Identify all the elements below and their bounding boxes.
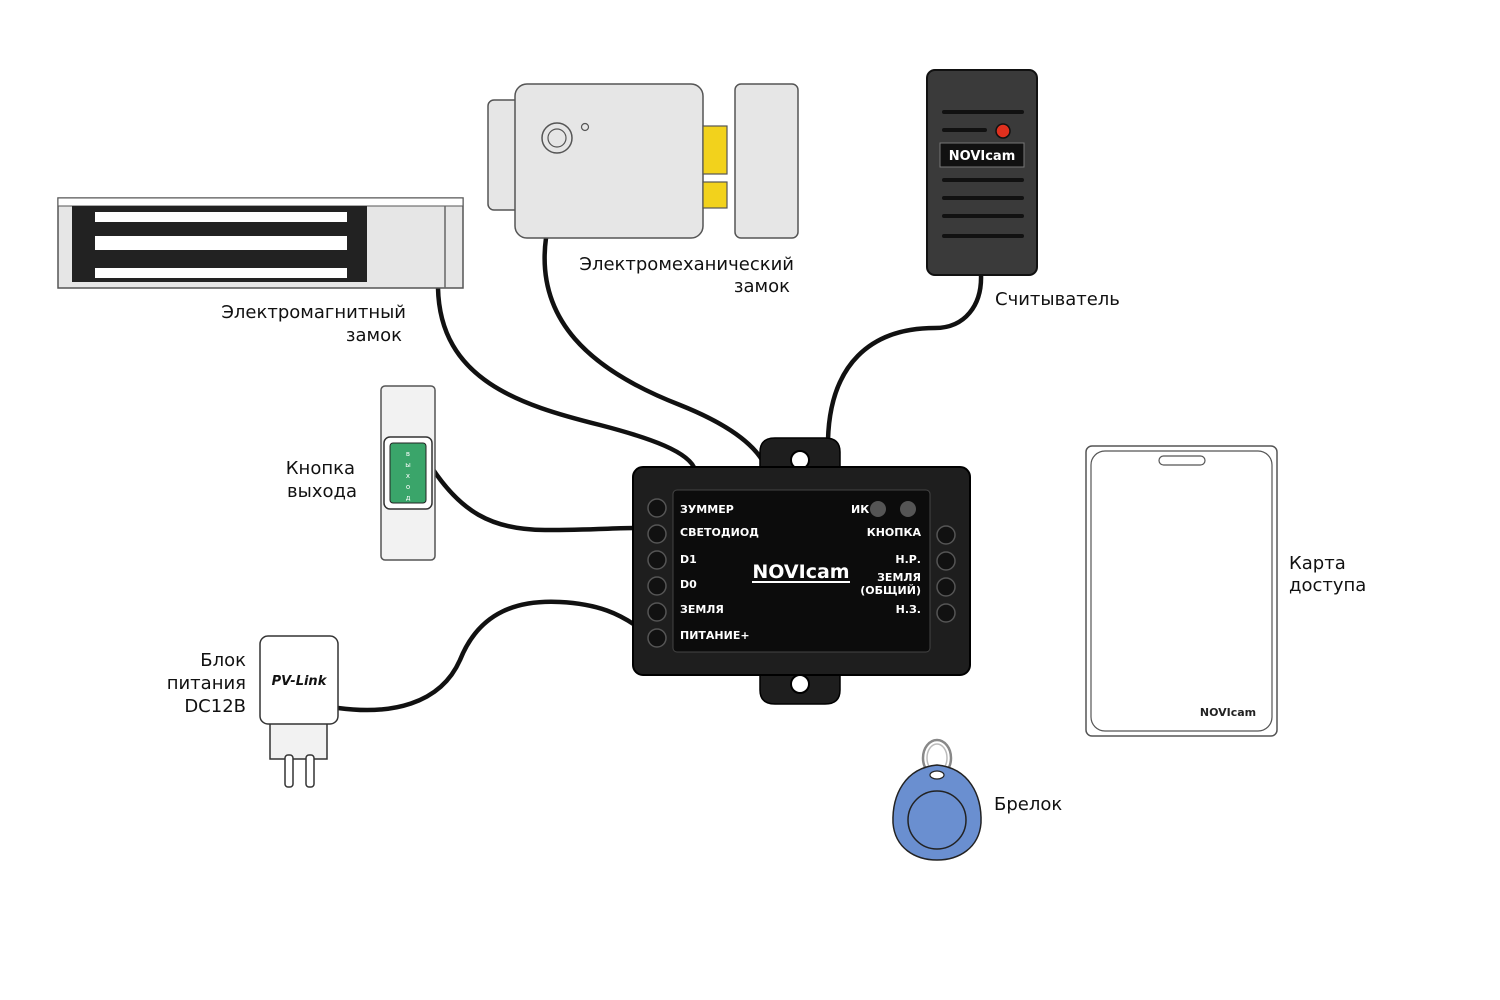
maglock-label-line1: Электромагнитный — [221, 302, 406, 323]
psu-label-line2: питания — [167, 673, 246, 694]
screw-r4 — [936, 603, 956, 623]
screw-l2 — [647, 524, 667, 544]
mechlock-keyhole-inner — [547, 128, 567, 148]
mechlock-keyhole — [541, 122, 573, 154]
terminal-common-ground: ЗЕМЛЯ — [877, 571, 921, 584]
terminal-common-ground-sub: (ОБЩИЙ) — [860, 584, 921, 597]
exit-button: в ы х о д — [380, 385, 436, 561]
maglock-stripe-1 — [95, 212, 347, 222]
terminal-no: Н.Р. — [895, 553, 921, 566]
mechlock-latch — [702, 125, 728, 175]
screw-l5 — [647, 602, 667, 622]
exit-button-key — [389, 442, 427, 504]
cable-magnetic-lock — [435, 285, 698, 473]
cable-reader — [825, 272, 984, 443]
card-reader: NOVIcam — [926, 69, 1038, 276]
controller-logo: NOVIcam — [752, 561, 849, 583]
cable-mech-lock — [542, 235, 768, 468]
terminal-power: ПИТАНИЕ+ — [680, 629, 750, 642]
psu-pin-left — [284, 754, 294, 788]
ir-sensor-2 — [900, 501, 916, 517]
cable-power — [335, 599, 638, 713]
electromagnetic-lock — [57, 197, 464, 289]
screw-l1 — [647, 498, 667, 518]
reader-slot-4 — [942, 196, 1024, 200]
card-logo: NOVIcam — [1200, 706, 1256, 719]
psu-label-line1: Блок — [200, 650, 246, 671]
screw-l6 — [647, 628, 667, 648]
mechlock-body — [514, 83, 704, 239]
terminal-d1: D1 — [680, 553, 697, 566]
card-label-line2: доступа — [1289, 575, 1366, 596]
access-controller: ЗУММЕР СВЕТОДИОД D1 D0 ЗЕМЛЯ ПИТАНИЕ+ КН… — [632, 437, 971, 705]
screw-l3 — [647, 550, 667, 570]
reader-slot-2 — [942, 128, 987, 132]
terminal-nc: Н.З. — [896, 603, 921, 616]
reader-slot-1 — [942, 110, 1024, 114]
reader-logo: NOVIcam — [949, 149, 1016, 164]
controller-bottom-hole — [790, 674, 810, 694]
cables — [335, 235, 984, 713]
reader-body — [926, 69, 1038, 276]
mechlock-bolt — [702, 181, 728, 209]
electromechanical-lock — [487, 83, 799, 239]
exit-button-label-line2: выхода — [287, 481, 357, 502]
mechlock-strike-plate — [734, 83, 799, 239]
controller-panel — [672, 489, 931, 653]
reader-slot-6 — [942, 234, 1024, 238]
terminal-d0: D0 — [680, 578, 697, 591]
terminal-ground: ЗЕМЛЯ — [680, 603, 724, 616]
psu-label-line3: DC12В — [184, 696, 246, 717]
maglock-label-line2: замок — [346, 325, 402, 346]
terminal-led: СВЕТОДИОД — [680, 526, 759, 539]
psu-body — [259, 635, 339, 725]
screw-l4 — [647, 576, 667, 596]
reader-slot-3 — [942, 178, 1024, 182]
maglock-stripe-3 — [95, 268, 347, 278]
psu-brand: PV-Link — [272, 674, 328, 689]
keyfob-hole — [929, 770, 945, 780]
exit-button-text-2: ы — [405, 461, 411, 469]
card-label-line1: Карта — [1289, 553, 1346, 574]
controller-logo-underline — [752, 581, 850, 583]
keyfob-label: Брелок — [994, 794, 1062, 815]
exit-button-text-3: х — [406, 472, 410, 480]
ir-sensor-1 — [870, 501, 886, 517]
maglock-top-edge — [57, 197, 464, 207]
mechlock-label-line2: замок — [734, 276, 790, 297]
terminal-buzzer: ЗУММЕР — [680, 503, 734, 516]
reader-label: Считыватель — [995, 289, 1120, 310]
ir-label: ИК — [851, 503, 869, 516]
keyfob-center — [907, 790, 967, 850]
psu-plug-base — [269, 722, 328, 760]
power-supply: PV-Link — [259, 635, 339, 788]
terminal-button: КНОПКА — [867, 526, 922, 539]
controller-left-screws — [647, 498, 667, 648]
screw-r2 — [936, 551, 956, 571]
card-slot — [1158, 455, 1206, 466]
access-card: NOVIcam — [1085, 445, 1278, 737]
reader-logo-plate — [939, 142, 1025, 168]
screw-r3 — [936, 577, 956, 597]
maglock-stripe-2 — [95, 236, 347, 250]
reader-led — [995, 123, 1011, 139]
psu-pin-right — [305, 754, 315, 788]
exit-button-text-5: д — [406, 494, 411, 502]
reader-slot-5 — [942, 214, 1024, 218]
card-inner — [1090, 450, 1273, 732]
screw-r1 — [936, 525, 956, 545]
exit-button-label-line1: Кнопка — [286, 458, 355, 479]
cable-exit-button — [429, 465, 638, 533]
keyfob — [892, 738, 982, 861]
mechlock-indicator — [580, 122, 590, 132]
controller-right-screws — [936, 525, 956, 623]
exit-button-text-4: о — [406, 483, 410, 491]
exit-button-text-1: в — [406, 450, 410, 458]
mechlock-label-line1: Электромеханический — [579, 254, 794, 275]
